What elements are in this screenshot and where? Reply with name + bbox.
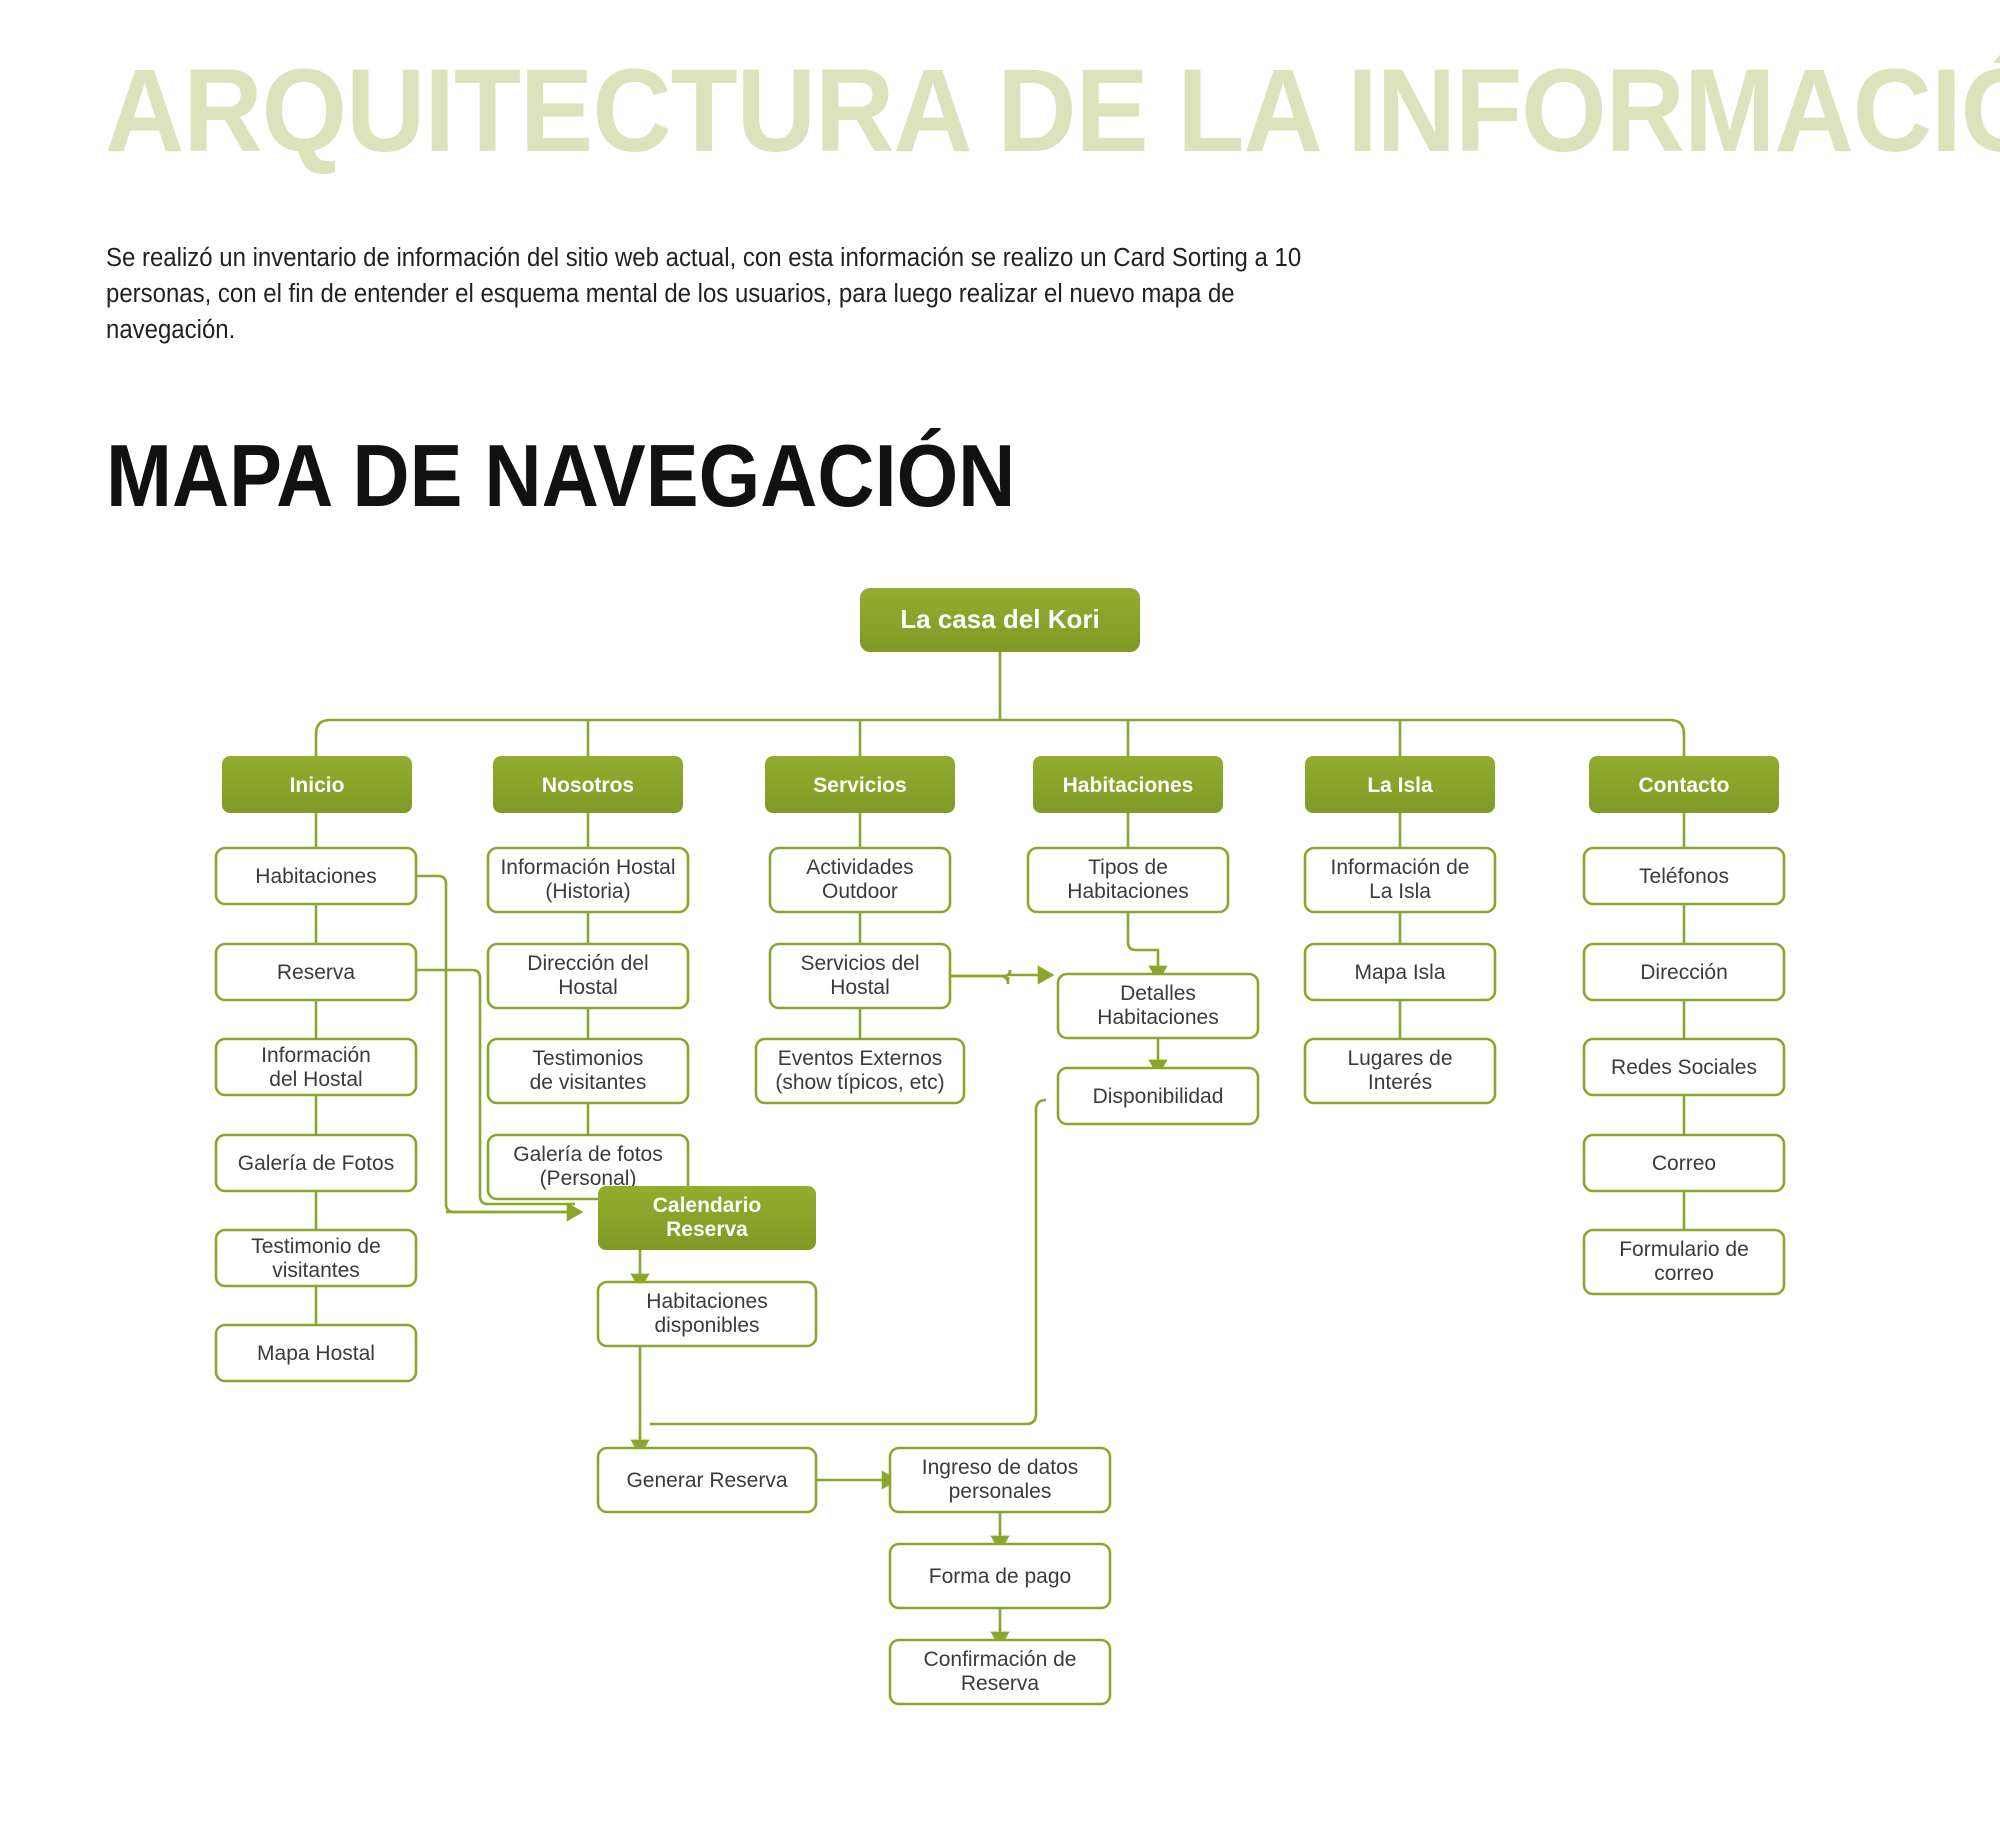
node-ingreso-datos-personales[interactable]: Ingreso de datos personales [888, 1446, 1112, 1514]
node-label: Habitaciones [646, 1290, 767, 1313]
section-label-servicios: Servicios [813, 774, 906, 797]
node-label-line2: (Personal) [540, 1167, 637, 1190]
node-label-line2: (Historia) [545, 880, 630, 903]
node-inicio-reserva[interactable]: Reserva [214, 942, 418, 1002]
node-nosotros-galeria-fotos-personal[interactable]: Galería de fotos (Personal) [486, 1133, 690, 1201]
node-root[interactable]: La casa del Kori [860, 588, 1140, 652]
node-inicio-testimonio-visitantes[interactable]: Testimonio de visitantes [214, 1228, 418, 1288]
node-label: Información Hostal [500, 856, 675, 879]
node-section-nosotros[interactable]: Nosotros [493, 756, 683, 813]
node-label-line2: del Hostal [269, 1068, 362, 1091]
node-label: Información [261, 1044, 371, 1067]
node-label: Correo [1652, 1152, 1716, 1175]
node-label-line2: Habitaciones [1097, 1006, 1218, 1029]
section-label-la-isla: La Isla [1367, 774, 1433, 797]
section-title: MAPA DE NAVEGACIÓN [106, 426, 1016, 525]
node-label: Ingreso de datos [922, 1456, 1078, 1479]
node-label-line2: correo [1654, 1262, 1714, 1285]
node-inicio-habitaciones[interactable]: Habitaciones [214, 846, 418, 906]
node-forma-de-pago[interactable]: Forma de pago [888, 1542, 1112, 1610]
node-generar-reserva[interactable]: Generar Reserva [596, 1446, 818, 1514]
node-label-line2: visitantes [272, 1259, 360, 1282]
node-section-habitaciones[interactable]: Habitaciones [1033, 756, 1223, 813]
node-laisla-mapa[interactable]: Mapa Isla [1303, 942, 1497, 1002]
node-label: Testimonio de [251, 1235, 381, 1258]
node-calendario-reserva[interactable]: Calendario Reserva [598, 1186, 816, 1250]
node-label: Testimonios [533, 1047, 644, 1070]
section-label-habitaciones: Habitaciones [1063, 774, 1194, 797]
node-label-line2: La Isla [1369, 880, 1431, 903]
node-section-inicio[interactable]: Inicio [222, 756, 412, 813]
node-servicios-actividades-outdoor[interactable]: Actividades Outdoor [768, 846, 952, 914]
node-servicios-servicios-hostal[interactable]: Servicios del Hostal [768, 942, 952, 1010]
node-inicio-galeria-fotos[interactable]: Galería de Fotos [214, 1133, 418, 1193]
node-contacto-redes-sociales[interactable]: Redes Sociales [1582, 1037, 1786, 1097]
node-label-line2: disponibles [654, 1314, 759, 1337]
node-label: Teléfonos [1639, 865, 1729, 888]
node-label: Lugares de [1347, 1047, 1452, 1070]
node-label: Información de [1331, 856, 1470, 879]
node-label: Formulario de [1619, 1238, 1749, 1261]
node-label: Forma de pago [929, 1565, 1071, 1588]
node-laisla-lugares-interes[interactable]: Lugares de Interés [1303, 1037, 1497, 1105]
node-habitaciones-detalles[interactable]: Detalles Habitaciones [1056, 972, 1260, 1040]
node-label: Mapa Isla [1354, 961, 1445, 984]
node-contacto-correo[interactable]: Correo [1582, 1133, 1786, 1193]
node-label: Generar Reserva [626, 1469, 787, 1492]
node-label: Disponibilidad [1093, 1085, 1224, 1108]
node-nosotros-informacion-historia[interactable]: Información Hostal (Historia) [486, 846, 690, 914]
node-label: Galería de fotos [513, 1143, 662, 1166]
node-habitaciones-tipos[interactable]: Tipos de Habitaciones [1026, 846, 1230, 914]
page-title: ARQUITECTURA DE LA INFORMACIÓN [105, 45, 2000, 177]
node-label: Confirmación de [924, 1648, 1077, 1671]
node-label-line2: Outdoor [822, 880, 898, 903]
node-label-line2: Reserva [961, 1672, 1040, 1695]
node-label: Reserva [277, 961, 356, 984]
node-label-line2: Hostal [558, 976, 618, 999]
node-label: Actividades [806, 856, 913, 879]
intro-paragraph: Se realizó un inventario de información … [106, 244, 1302, 345]
node-label: Tipos de [1088, 856, 1168, 879]
section-label-contacto: Contacto [1639, 774, 1730, 797]
node-contacto-telefonos[interactable]: Teléfonos [1582, 846, 1786, 906]
node-label: Habitaciones [255, 865, 376, 888]
node-label: Dirección del [527, 952, 648, 975]
node-label-line2: Habitaciones [1067, 880, 1188, 903]
node-section-la-isla[interactable]: La Isla [1305, 756, 1495, 813]
node-label: Calendario [653, 1194, 762, 1217]
node-label: Servicios del [800, 952, 919, 975]
node-label-line2: personales [949, 1480, 1052, 1503]
node-contacto-formulario-correo[interactable]: Formulario de correo [1582, 1228, 1786, 1296]
node-nosotros-testimonios-visitantes[interactable]: Testimonios de visitantes [486, 1037, 690, 1105]
node-label-line2: de visitantes [530, 1071, 647, 1094]
node-label: Dirección [1640, 961, 1728, 984]
node-label: Eventos Externos [778, 1047, 943, 1070]
node-laisla-informacion[interactable]: Información de La Isla [1303, 846, 1497, 914]
node-label-line2: Interés [1368, 1071, 1432, 1094]
navigation-map: La casa del Kori Inicio Nosotros Servici… [0, 560, 2000, 1830]
node-confirmacion-reserva[interactable]: Confirmación de Reserva [888, 1638, 1112, 1706]
node-label: Detalles [1120, 982, 1196, 1005]
node-root-label: La casa del Kori [900, 604, 1099, 634]
node-label: Galería de Fotos [238, 1152, 394, 1175]
node-habitaciones-disponibles[interactable]: Habitaciones disponibles [596, 1280, 818, 1348]
node-habitaciones-disponibilidad[interactable]: Disponibilidad [1056, 1066, 1260, 1126]
node-contacto-direccion[interactable]: Dirección [1582, 942, 1786, 1002]
node-inicio-mapa-hostal[interactable]: Mapa Hostal [214, 1323, 418, 1383]
node-label-line2: Reserva [666, 1218, 748, 1241]
node-nosotros-direccion-hostal[interactable]: Dirección del Hostal [486, 942, 690, 1010]
section-label-inicio: Inicio [290, 774, 345, 797]
section-label-nosotros: Nosotros [542, 774, 634, 797]
node-label: Redes Sociales [1611, 1056, 1757, 1079]
node-label-line2: Hostal [830, 976, 890, 999]
node-section-contacto[interactable]: Contacto [1589, 756, 1779, 813]
node-label-line2: (show típicos, etc) [775, 1071, 944, 1094]
node-servicios-eventos-externos[interactable]: Eventos Externos (show típicos, etc) [754, 1037, 966, 1105]
node-label: Mapa Hostal [257, 1342, 375, 1365]
node-inicio-informacion-hostal[interactable]: Información del Hostal [214, 1037, 418, 1097]
node-section-servicios[interactable]: Servicios [765, 756, 955, 813]
